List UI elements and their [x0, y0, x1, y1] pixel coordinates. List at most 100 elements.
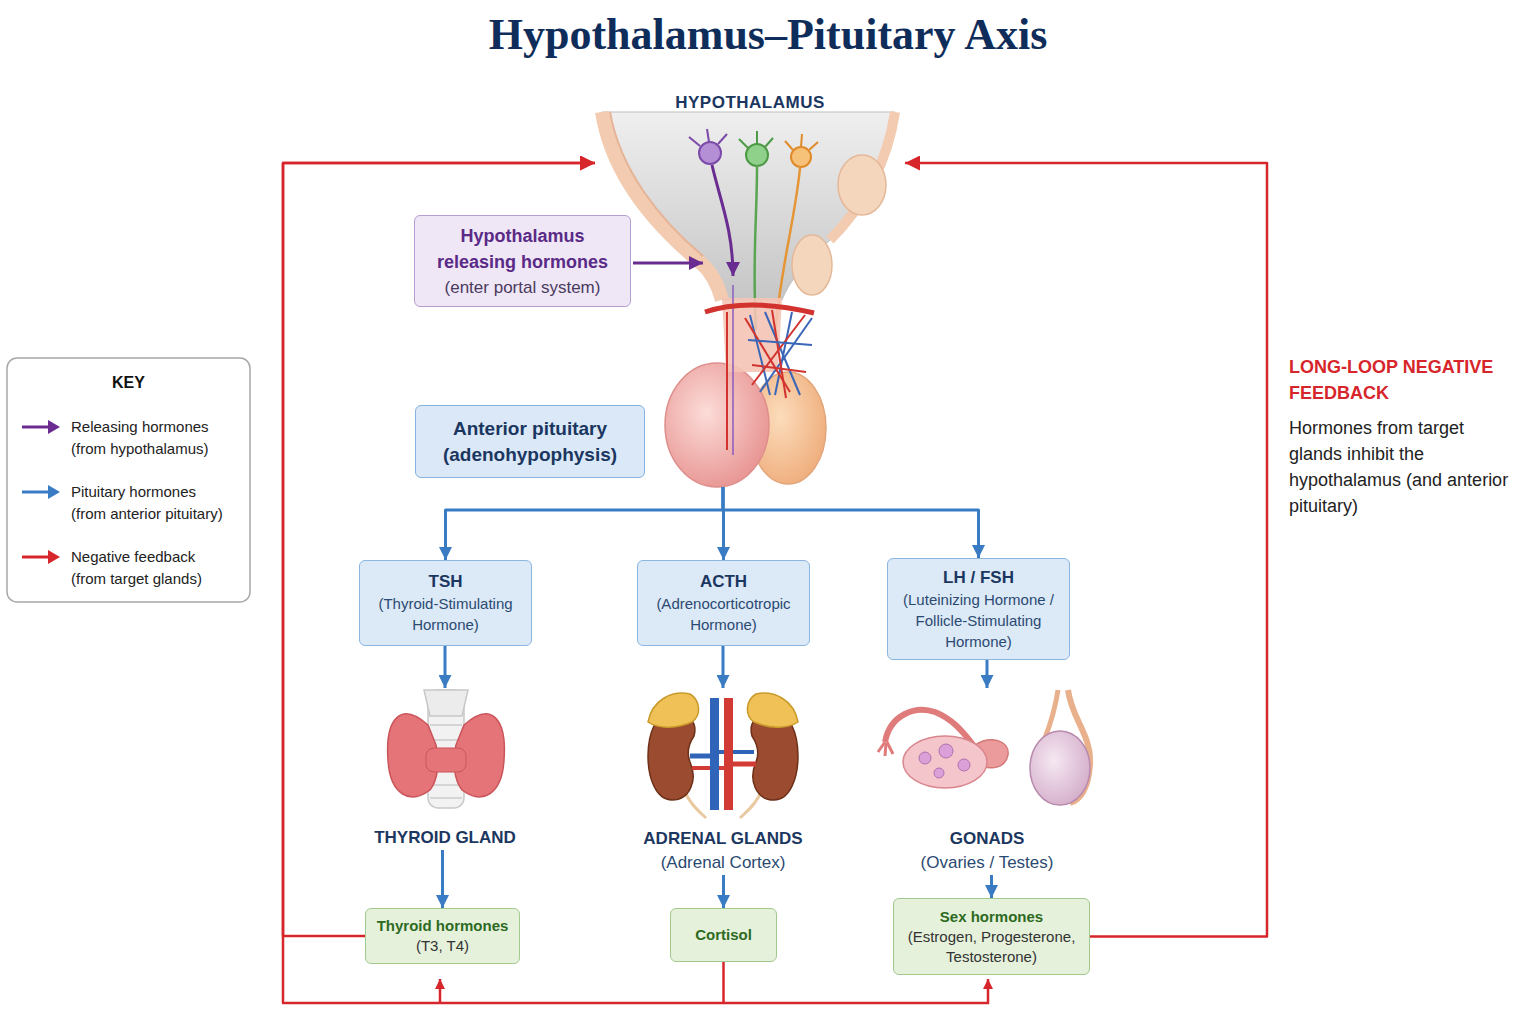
feedback-junction [439, 979, 442, 1003]
legend-arrow-line [22, 491, 50, 494]
node-subtext: (Ovaries / Testes) [921, 851, 1054, 875]
hormone-arrow [986, 660, 989, 688]
neuron-cells [791, 147, 811, 167]
note-heading: LONG-LOOP NEGATIVE FEEDBACK [1289, 354, 1509, 406]
pituitary-illustration [665, 285, 826, 487]
gonad-illustration [934, 768, 944, 778]
neuron-cells [699, 142, 721, 164]
node-heading: Hypothalamus releasing hormones [423, 223, 622, 275]
neuron-cells [707, 129, 709, 142]
node-heading: GONADS [950, 827, 1025, 851]
neuron-cells [739, 139, 748, 148]
adrenal-illustration [724, 698, 733, 810]
gonad-illustration [1030, 731, 1090, 805]
adrenal-illustration [648, 693, 798, 818]
portal-vessels [705, 305, 814, 313]
pointer-arrow [633, 262, 703, 265]
node-subtext: (Thyroid-Stimulating Hormone) [366, 593, 525, 635]
legend-heading: KEY [7, 372, 250, 394]
legend-sample [18, 413, 68, 443]
hormone-box: TSH(Thyroid-Stimulating Hormone) [359, 560, 532, 646]
gland-box: Anterior pituitary (adenohypophysis) [415, 345, 830, 487]
node-heading: ADRENAL GLANDS [643, 827, 802, 851]
gonad-illustration [919, 752, 931, 764]
legend-label: Negative feedback (from target glands) [71, 546, 231, 590]
hypothalamus-illustration [792, 235, 832, 295]
hormone-arrow [722, 487, 726, 560]
node-subtext: (Luteinizing Hormone / Follicle-Stimulat… [894, 589, 1063, 652]
node-heading: Cortisol [695, 925, 752, 945]
neuron-cells [712, 165, 733, 276]
node-heading: Anterior pituitary (adenohypophysis) [424, 416, 636, 468]
thyroid-illustration [430, 784, 462, 786]
target-gland: THYROID GLAND [360, 688, 530, 850]
pituitary-illustration [726, 312, 728, 450]
legend-item: Pituitary hormones (from anterior pituit… [18, 478, 248, 524]
diagram-title: Hypothalamus–Pituitary Axis [0, 8, 1536, 62]
legend-arrow-head [48, 485, 60, 499]
adrenal-illustration [710, 698, 719, 810]
portal-vessels [705, 305, 814, 398]
node-heading: Sex hormones [940, 907, 1043, 927]
pituitary-illustration [732, 285, 734, 455]
neuron-cells [765, 138, 773, 147]
hormone-arrow [722, 646, 725, 688]
portal-vessels [748, 340, 812, 345]
thyroid-illustration [426, 748, 466, 772]
node-subtext: (enter portal system) [445, 275, 601, 300]
neuron-cells [718, 134, 727, 144]
feedback-junction [723, 979, 988, 1003]
feedback-arrow [905, 163, 1267, 937]
thyroid-illustration [430, 724, 462, 726]
node-heading: Thyroid hormones [377, 916, 509, 936]
hypothalamus-illustration [602, 112, 895, 300]
neuron-cells [689, 137, 700, 146]
output-hormone-box: Sex hormones(Estrogen, Progesterone, Tes… [893, 898, 1090, 975]
legend-label: Releasing hormones (from hypothalamus) [71, 416, 231, 460]
hormone-arrow [990, 875, 993, 898]
note-text: Hormones from target glands inhibit the … [1289, 415, 1509, 519]
target-gland: GONADS(Ovaries / Testes) [870, 688, 1104, 875]
portal-vessels [752, 365, 806, 372]
neuron-cells [756, 131, 758, 144]
label-box: Anterior pituitary (adenohypophysis) [415, 405, 645, 478]
thyroid-illustration [424, 690, 468, 716]
legend-frame [7, 358, 250, 602]
neuron-cells [746, 144, 768, 166]
gonad-illustration [903, 736, 987, 788]
node-heading: HYPOTHALAMUS [675, 92, 825, 114]
hormone-arrow [444, 646, 447, 688]
hormone-arrow [723, 487, 979, 558]
node-heading: THYROID GLAND [374, 826, 516, 850]
hormone-arrow [441, 850, 444, 908]
gonad-illustration [887, 742, 893, 754]
legend-arrow-line [22, 426, 50, 429]
process-box: Hypothalamus releasing hormones(enter po… [414, 215, 631, 307]
pituitary-illustration [722, 298, 782, 372]
legend-sample [18, 543, 68, 573]
node-subtext: (T3, T4) [416, 936, 469, 956]
target-gland: ADRENAL GLANDS(Adrenal Cortex) [628, 688, 818, 875]
adrenal-illustration [730, 762, 756, 767]
legend-arrow-line [22, 556, 50, 559]
thyroid-illustration [430, 797, 462, 799]
legend-arrow-head [48, 420, 60, 434]
hypothalamus-illustration [602, 112, 895, 300]
node-subtext: (Adrenal Cortex) [661, 851, 786, 875]
hormone-arrow [722, 875, 725, 908]
neuron-cells [689, 129, 818, 335]
adrenal-illustration [716, 750, 754, 754]
hormone-box: LH / FSH(Luteinizing Hormone / Follicle-… [887, 558, 1070, 660]
adrenal-illustration [648, 693, 699, 727]
gonad-illustration [878, 690, 1090, 805]
node-heading: TSH [429, 571, 463, 593]
adrenal-illustration [747, 693, 798, 727]
gonad-illustration [939, 744, 953, 758]
legend-item: Releasing hormones (from hypothalamus) [18, 413, 248, 459]
neuron-cells [809, 142, 818, 150]
output-hormone-box: Thyroid hormones(T3, T4) [365, 908, 520, 964]
portal-vessels [772, 310, 786, 398]
node-subtext: (Estrogen, Progesterone, Testosterone) [898, 927, 1085, 967]
